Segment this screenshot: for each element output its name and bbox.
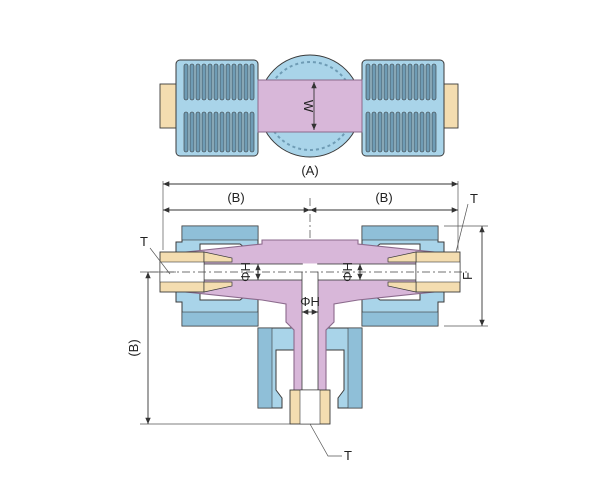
bore-left-label: ΦH — [238, 262, 253, 282]
top-left-nut — [175, 59, 259, 157]
section-view: (B) (B) — [126, 181, 488, 463]
section-bottom-nut — [257, 327, 363, 409]
length-right-label: (B) — [375, 190, 392, 205]
view-a-label: (A) — [301, 163, 318, 178]
bore-center-label: ΦH — [300, 294, 320, 309]
tube-left-label: T — [140, 234, 148, 249]
tube-bottom-label: T — [344, 448, 352, 463]
bottom-tube — [289, 389, 331, 425]
flat-f-label: F — [460, 272, 475, 280]
top-body — [257, 79, 363, 133]
vertical-bore — [301, 271, 319, 405]
tube-top-right-label: T — [470, 191, 478, 206]
top-right-nut — [361, 59, 445, 157]
width-label: W — [301, 100, 316, 113]
bore-right-label: ΦH — [340, 262, 355, 282]
length-left-label: (B) — [227, 190, 244, 205]
length-vertical-label: (B) — [126, 339, 141, 356]
top-view: W (A) — [159, 54, 459, 178]
